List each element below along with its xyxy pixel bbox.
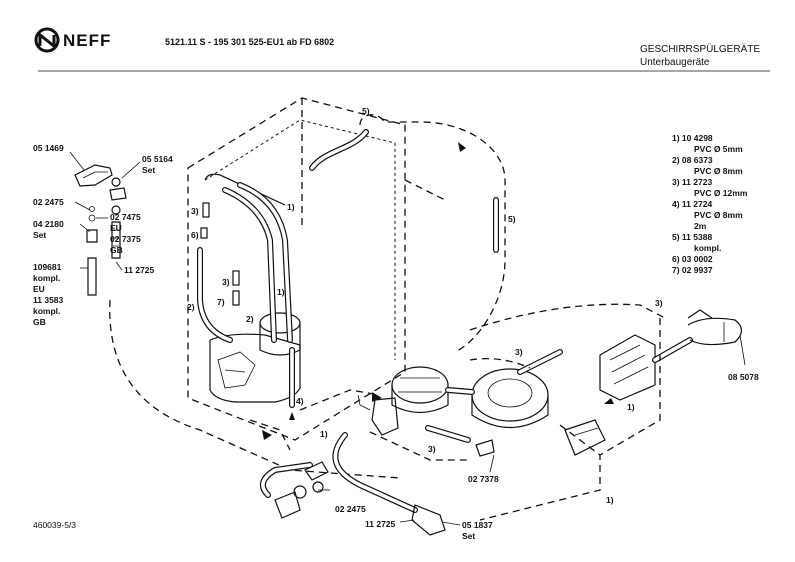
legend-4-line2: PVC Ø 8mm — [694, 210, 743, 220]
legend-6-line1: 6) 03 0002 — [672, 254, 713, 264]
legend-4-line1: 4) 11 2724 — [672, 199, 712, 209]
hose-legend: 1) 10 4298 PVC Ø 5mm 2) 08 6373 PVC Ø 8m… — [672, 133, 748, 275]
sump-assembly — [197, 173, 301, 420]
part-027475-eu: EU — [110, 223, 122, 233]
hose-5-loop — [309, 114, 506, 353]
category-title: GESCHIRRSPÜLGERÄTE — [640, 43, 760, 55]
part-112725-bottom: 11 2725 — [365, 519, 396, 529]
brand-wordmark: NEFF — [63, 31, 111, 50]
legend-3-line2: PVC Ø 12mm — [694, 188, 748, 198]
part-027378: 02 7378 — [468, 474, 499, 484]
part-109681: 109681 — [33, 262, 62, 272]
part-027375-gb: GB — [110, 245, 123, 255]
legend-4-line3: 2m — [694, 221, 707, 231]
legend-2-line1: 2) 08 6373 — [672, 155, 713, 165]
document-reference: 5121.11 S - 195 301 525-EU1 ab FD 6802 — [165, 37, 334, 47]
callout-1-valve: 1) — [627, 402, 635, 412]
callout-1-lower-right: 1) — [606, 495, 614, 505]
legend-5-line2: kompl. — [694, 243, 721, 253]
category-subtitle: Unterbaugeräte — [640, 57, 710, 68]
part-022475-top: 02 2475 — [33, 197, 64, 207]
callout-5-top: 5) — [362, 106, 370, 116]
valve-block — [469, 303, 743, 456]
part-113583-kompl: kompl. — [33, 306, 60, 316]
part-042180-set: Set — [33, 230, 46, 240]
left-small-parts — [74, 164, 127, 296]
part-labels: 05 1469 05 5164 Set 02 2475 04 2180 Set … — [33, 143, 759, 541]
legend-1-line1: 1) 10 4298 — [672, 133, 713, 143]
callout-1-inner: 1) — [277, 287, 285, 297]
callout-3-pump: 3) — [515, 347, 523, 357]
callout-3-drain: 3) — [428, 444, 436, 454]
part-113583-gb: GB — [33, 317, 46, 327]
hose-callouts: 5) 5) 1) 3) 6) 2) 3) 7) 2) 1) 4) 3) 3) 1… — [187, 106, 663, 505]
callout-3-valve: 3) — [655, 298, 663, 308]
callout-1-tub: 1) — [287, 202, 295, 212]
circulation-pump — [391, 349, 563, 429]
callout-6: 6) — [191, 230, 199, 240]
drain-assembly — [299, 389, 495, 536]
part-027475: 02 7475 — [110, 212, 141, 222]
legend-1-line2: PVC Ø 5mm — [694, 144, 743, 154]
callout-7: 7) — [217, 297, 225, 307]
callout-4: 4) — [296, 396, 304, 406]
part-109681-eu: EU — [33, 284, 45, 294]
part-085078: 08 5078 — [728, 372, 759, 382]
part-055164: 05 5164 — [142, 154, 173, 164]
part-027375: 02 7375 — [110, 234, 141, 244]
part-051469: 05 1469 — [33, 143, 64, 153]
part-113583: 11 3583 — [33, 295, 64, 305]
drawing-number: 460039-5/3 — [33, 520, 76, 530]
legend-7-line1: 7) 02 9937 — [672, 265, 713, 275]
part-022475-bottom: 02 2475 — [335, 504, 366, 514]
part-051837: 05 1837 — [462, 520, 493, 530]
part-109681-kompl: kompl. — [33, 273, 60, 283]
callout-1-bottom: 1) — [320, 429, 328, 439]
part-055164-set: Set — [142, 165, 155, 175]
callout-3-inner: 3) — [222, 277, 230, 287]
brand-logo: NEFF — [34, 27, 111, 53]
tub-outline — [109, 97, 601, 521]
callout-2-left: 2) — [187, 302, 195, 312]
leader-lines — [69, 151, 746, 526]
water-inlet — [249, 419, 329, 519]
part-112725-left: 11 2725 — [124, 265, 155, 275]
part-051837-set: Set — [462, 531, 475, 541]
callout-3-left: 3) — [191, 206, 199, 216]
legend-3-line1: 3) 11 2723 — [672, 177, 712, 187]
callout-2-inner: 2) — [246, 314, 254, 324]
legend-5-line1: 5) 11 5388 — [672, 232, 712, 242]
part-042180: 04 2180 — [33, 219, 64, 229]
legend-2-line2: PVC Ø 8mm — [694, 166, 743, 176]
callout-5-right: 5) — [508, 214, 516, 224]
